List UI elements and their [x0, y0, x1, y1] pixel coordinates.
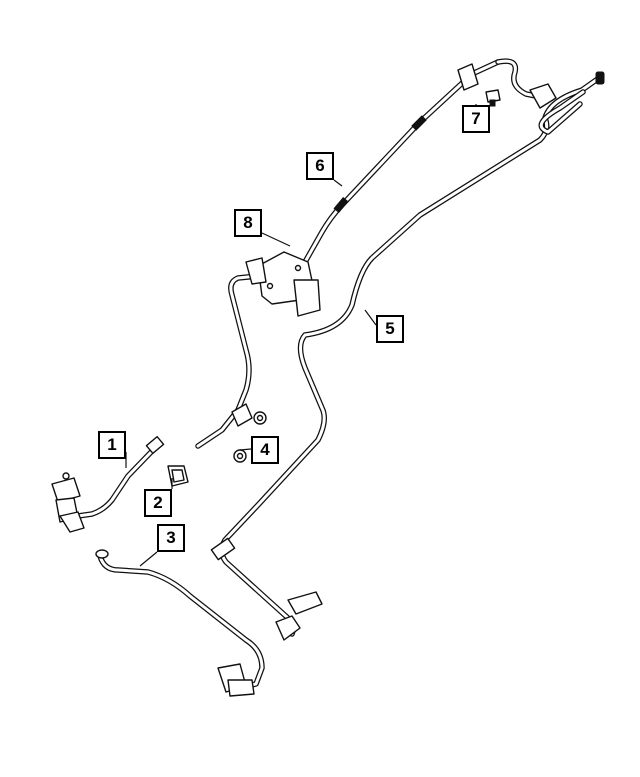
tube-part-1 — [51, 435, 165, 533]
callout-5: 5 — [376, 315, 404, 343]
tube-part-6 — [302, 58, 557, 265]
clip-part-2 — [167, 465, 189, 487]
callout-6: 6 — [306, 152, 334, 180]
bracket-part-8 — [195, 251, 321, 449]
callout-2: 2 — [144, 489, 172, 517]
bolt-part-7 — [485, 89, 501, 107]
tube-part-5 — [210, 71, 605, 641]
callout-8: 8 — [234, 209, 262, 237]
leader-lines — [125, 104, 477, 567]
grommet-part-4 — [233, 411, 267, 463]
callout-4: 4 — [251, 436, 279, 464]
callout-1: 1 — [98, 431, 126, 459]
callout-3: 3 — [157, 524, 185, 552]
tube-part-3 — [95, 549, 265, 697]
callout-7: 7 — [462, 105, 490, 133]
